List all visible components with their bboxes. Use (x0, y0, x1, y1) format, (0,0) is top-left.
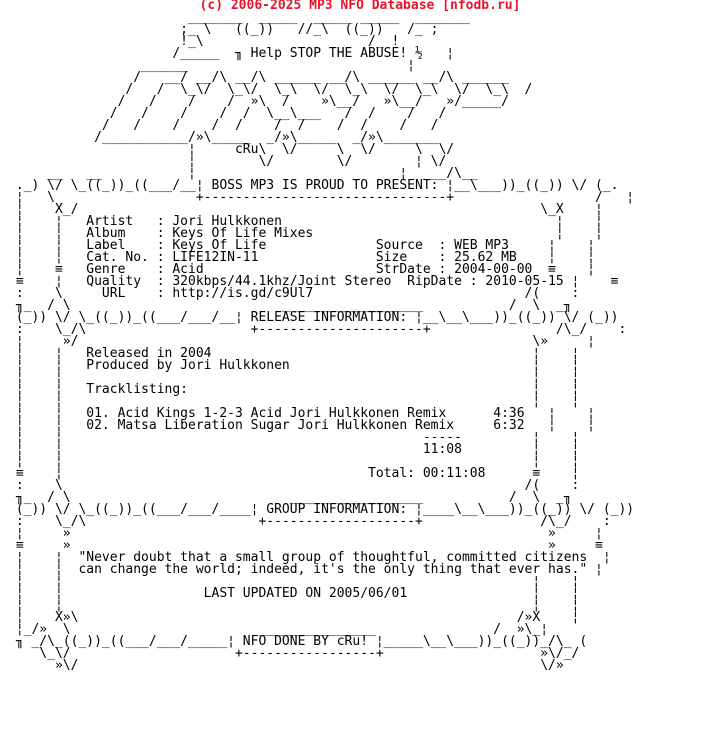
site-credit-header: (c) 2006-2025 MP3 NFO Database [nfodb.ru… (199, 0, 521, 13)
nfo-ascii-art: _______ _____ _____ _____ _______ ;_ \ (… (15, 10, 635, 673)
